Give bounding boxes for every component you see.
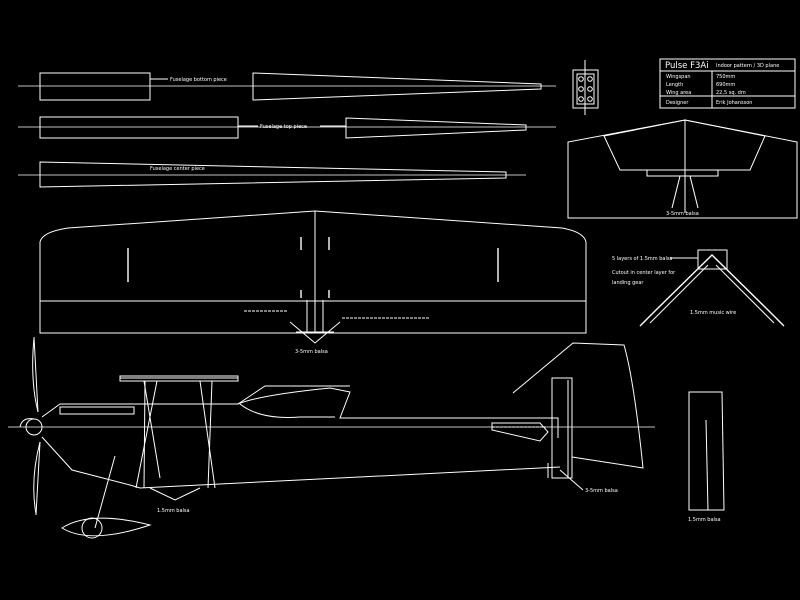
wing-top-view: 3-5mm balsa xyxy=(39,210,587,355)
fuselage-top-label: Fuselage top piece xyxy=(260,124,307,130)
length-label: Length xyxy=(666,82,683,88)
plane-name: Pulse F3Ai xyxy=(665,61,709,71)
wing-mount-plate xyxy=(572,60,599,115)
fuselage-center-label: Fuselage center piece xyxy=(150,166,205,172)
designer-value: Erik Johansson xyxy=(716,100,752,106)
fuselage-center-piece: Fuselage center piece xyxy=(18,161,526,188)
music-wire-label: 1.5mm music wire xyxy=(690,310,736,316)
side-balsa-label: 1.5mm balsa xyxy=(157,508,190,514)
title-block: Pulse F3Ai Indoor pattern / 3D plane Win… xyxy=(659,58,796,109)
front-view-balsa-label: 3-5mm balsa xyxy=(666,211,699,217)
gear-cutout-label-1: Cutout in center layer for xyxy=(612,270,676,276)
wing-balsa-label: 3-5mm balsa xyxy=(295,349,328,355)
fuselage-bottom-piece: Fuselage bottom piece xyxy=(18,72,556,101)
wingspan-value: 750mm xyxy=(716,74,735,80)
fuselage-bottom-label: Fuselage bottom piece xyxy=(170,77,227,83)
length-value: 690mm xyxy=(716,82,735,88)
wingspan-label: Wingspan xyxy=(666,74,691,80)
rudder-balsa-label: 1.5mm balsa xyxy=(688,517,721,523)
side-view: 1.5mm balsa 3-5mm balsa xyxy=(8,336,655,539)
landing-gear: 5 layers of 1.5mm balsa Cutout in center… xyxy=(612,249,785,327)
tail-balsa-label: 3-5mm balsa xyxy=(585,488,618,494)
designer-label: Designer xyxy=(666,100,689,106)
fuselage-top-piece: Fuselage top piece xyxy=(18,116,556,139)
wing-area-label: Wing area xyxy=(666,90,691,96)
gear-cutout-label-2: landing gear xyxy=(612,280,644,286)
plane-subtitle: Indoor pattern / 3D plane xyxy=(716,63,779,69)
gear-layers-label: 5 layers of 1.5mm balsa xyxy=(612,256,673,262)
wing-area-value: 22,5 sq. dm xyxy=(716,90,746,96)
rudder-piece: 1.5mm balsa xyxy=(688,391,725,523)
front-view: 3-5mm balsa xyxy=(567,119,798,219)
